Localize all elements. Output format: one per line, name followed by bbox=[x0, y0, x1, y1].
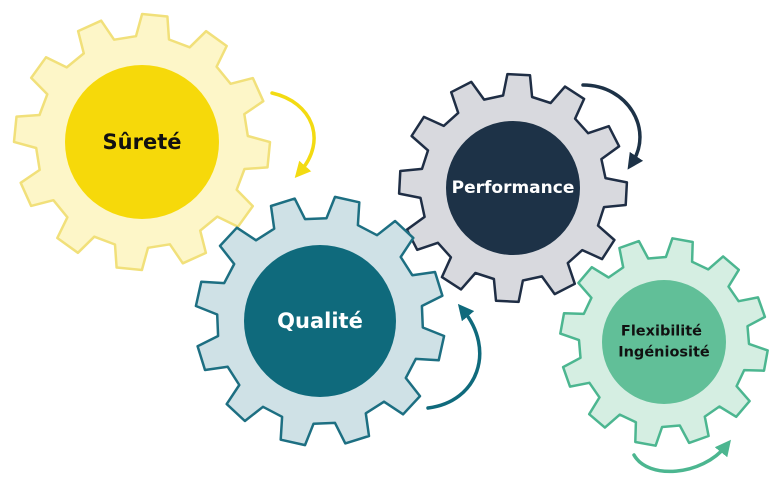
qualite-rotation-arrow bbox=[426, 303, 482, 410]
gear-flexibilite-label: Flexibilité Ingéniosité bbox=[618, 323, 710, 360]
gear-qualite-hub bbox=[244, 245, 396, 397]
gear-surete-hub bbox=[65, 65, 219, 219]
gear-qualite: Qualité bbox=[194, 195, 446, 447]
gear-qualite-label-line-1: Qualité bbox=[277, 309, 363, 333]
surete-rotation-arrow bbox=[270, 91, 316, 179]
gear-performance-hub bbox=[446, 121, 580, 255]
gear-performance: Performance bbox=[397, 72, 629, 304]
gear-flexibilite: Flexibilité Ingéniosité bbox=[559, 237, 769, 447]
performance-rotation-arrow bbox=[581, 83, 644, 170]
gear-surete-label-line-1: Sûreté bbox=[103, 130, 182, 154]
gear-performance-label: Performance bbox=[452, 178, 575, 198]
gear-flexibilite-label-line-2: Ingéniosité bbox=[618, 345, 710, 361]
gear-flexibilite-hub bbox=[602, 280, 726, 404]
gear-surete: Sûreté bbox=[12, 12, 272, 272]
gear-qualite-label: Qualité bbox=[277, 309, 363, 333]
gear-performance-label-line-1: Performance bbox=[452, 178, 575, 198]
gear-flexibilite-label-line-1: Flexibilité bbox=[621, 323, 702, 339]
gear-surete-label: Sûreté bbox=[103, 130, 182, 154]
flexibilite-rotation-arrow bbox=[632, 439, 732, 474]
